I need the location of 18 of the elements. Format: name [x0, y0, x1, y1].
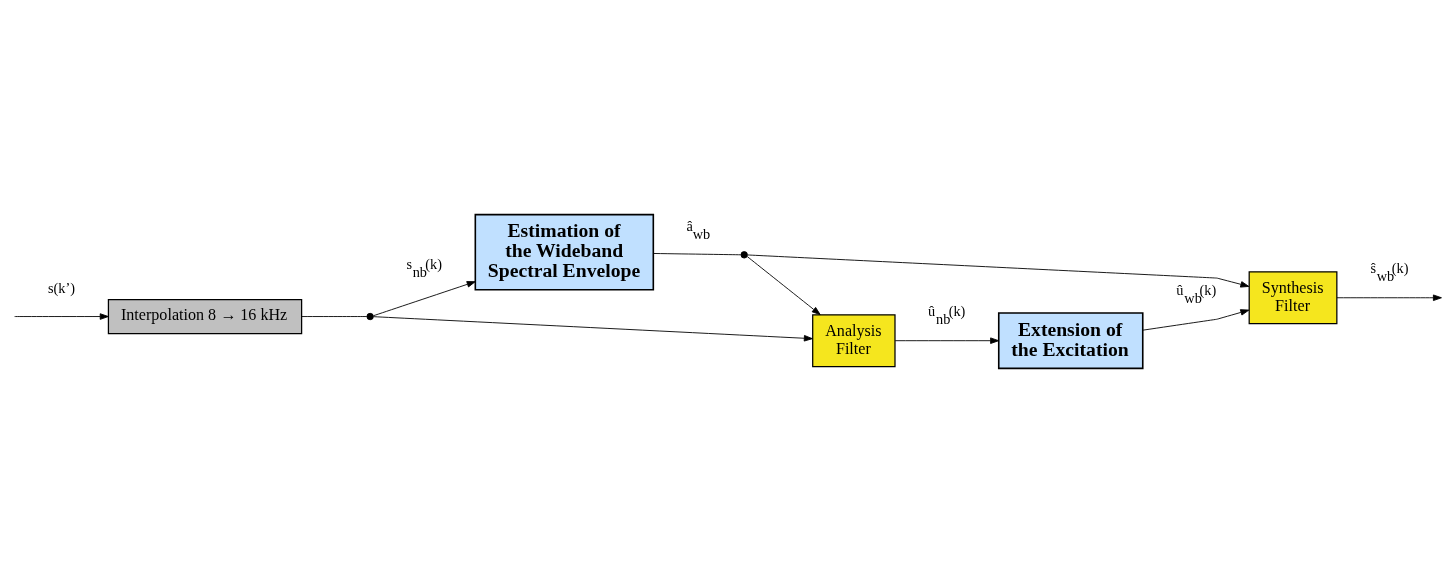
arrow — [747, 254, 1250, 288]
node-box: Analysis Filter — [812, 313, 896, 367]
edge-label: s(k’) — [48, 279, 76, 296]
node-box: Extension of the Excitation — [997, 311, 1144, 369]
arrow — [1142, 308, 1250, 331]
arrow — [746, 255, 821, 315]
arrow — [1336, 294, 1442, 301]
arrow — [894, 336, 1000, 344]
node-circle — [366, 312, 374, 320]
node-box: Interpolation 8 → 16 kHz — [107, 298, 303, 334]
connector — [301, 315, 368, 317]
connector — [653, 252, 742, 255]
arrow — [373, 280, 476, 316]
node-circle — [740, 250, 748, 258]
node-box: Synthesis Filter — [1248, 270, 1338, 324]
arrow — [373, 315, 813, 341]
arrow — [14, 312, 109, 320]
node-box: Estimation of the Wideband Spectral Envelope — [474, 213, 655, 290]
